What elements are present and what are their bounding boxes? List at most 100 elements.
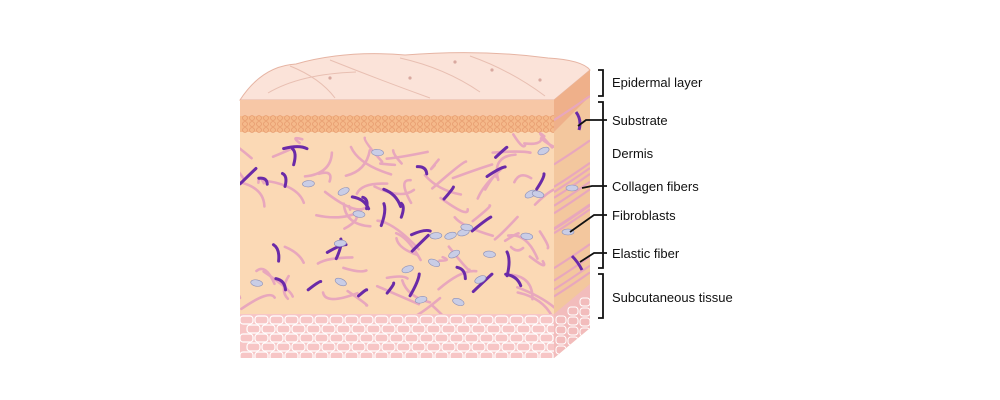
fat-cell bbox=[449, 315, 464, 325]
collagen-fiber bbox=[303, 151, 334, 178]
fat-cell bbox=[284, 315, 299, 325]
fat-cell bbox=[291, 324, 306, 334]
collagen-fiber bbox=[538, 230, 550, 250]
substrate-cell bbox=[242, 127, 248, 133]
collagen-fiber bbox=[439, 196, 470, 214]
substrate-cell bbox=[305, 115, 311, 121]
substrate-cell bbox=[291, 115, 297, 121]
collagen-fiber bbox=[342, 202, 372, 228]
fat-cell bbox=[516, 342, 531, 352]
fat-cell bbox=[396, 324, 411, 334]
fat-cell bbox=[464, 333, 479, 343]
substrate-cell bbox=[431, 127, 437, 133]
substrate-cell bbox=[473, 127, 479, 133]
substrate-cell bbox=[333, 115, 339, 121]
fat-cell bbox=[336, 324, 351, 334]
dermis-bracket bbox=[598, 101, 604, 269]
side-fiber bbox=[554, 208, 590, 235]
fat-cell bbox=[479, 351, 494, 358]
fibroblast-cell bbox=[333, 239, 347, 247]
substrate-cell bbox=[424, 115, 430, 121]
elastic-fiber bbox=[357, 288, 369, 298]
collagen-fiber bbox=[395, 236, 419, 257]
substrate-cell bbox=[312, 115, 318, 121]
elastic-fiber-group bbox=[240, 145, 546, 298]
fibroblast-cell bbox=[250, 279, 263, 287]
fat-cell bbox=[539, 333, 554, 343]
substrate-cell bbox=[501, 115, 507, 121]
substrate-cell bbox=[417, 121, 423, 127]
side-fiber bbox=[554, 264, 590, 291]
side-fat-cell bbox=[555, 325, 567, 335]
substrate-cell bbox=[333, 121, 339, 127]
substrate-cell bbox=[291, 127, 297, 133]
substrate-cell bbox=[522, 127, 528, 133]
fat-cell bbox=[524, 351, 539, 358]
side-fat-cell bbox=[567, 326, 579, 336]
fat-cell bbox=[546, 342, 554, 352]
substrate-cell bbox=[256, 127, 262, 133]
fat-cell bbox=[366, 342, 381, 352]
substrate-cell bbox=[354, 115, 360, 121]
elastic-fiber bbox=[274, 277, 288, 292]
substrate-cell bbox=[508, 127, 514, 133]
substrate-cell bbox=[389, 127, 395, 133]
fibroblast-cell bbox=[537, 146, 550, 156]
substrate-cell bbox=[494, 121, 500, 127]
substrate-cell bbox=[284, 115, 290, 121]
elastic-fiber bbox=[442, 185, 455, 201]
fibroblast-cell bbox=[414, 296, 428, 304]
fat-cell bbox=[419, 315, 434, 325]
collagen-fiber bbox=[403, 178, 413, 205]
collagen-fiber bbox=[344, 148, 372, 178]
fat-cell bbox=[314, 333, 329, 343]
side-fiber bbox=[554, 95, 590, 121]
fat-cell bbox=[261, 324, 276, 334]
side-fiber bbox=[554, 139, 590, 166]
fibroblast-cell bbox=[302, 180, 315, 188]
side-fiber bbox=[554, 243, 590, 270]
elastic-fiber bbox=[280, 171, 288, 188]
collagen-fiber bbox=[363, 136, 384, 164]
substrate-cell bbox=[298, 115, 304, 121]
substrate-cell bbox=[529, 121, 535, 127]
substrate-cell bbox=[382, 121, 388, 127]
side-fat-cell bbox=[567, 306, 579, 316]
substrate-cell bbox=[396, 121, 402, 127]
substrate-cell bbox=[347, 127, 353, 133]
fat-cell bbox=[359, 333, 374, 343]
fat-cell bbox=[434, 333, 449, 343]
subcutaneous-bracket bbox=[598, 273, 604, 319]
substrate-cell bbox=[389, 115, 395, 121]
elastic-fiber bbox=[408, 272, 421, 298]
substrate-cell bbox=[403, 115, 409, 121]
collagen-fiber bbox=[316, 256, 354, 265]
collagen-fiber bbox=[349, 145, 393, 176]
substrate-cell bbox=[312, 127, 318, 133]
label-collagen-fibers: Collagen fibers bbox=[612, 179, 699, 194]
collagen-fiber bbox=[523, 136, 543, 146]
side-fiber bbox=[554, 167, 590, 194]
substrate-cell bbox=[466, 115, 472, 121]
substrate-cell bbox=[298, 127, 304, 133]
side-fiber bbox=[554, 161, 590, 188]
substrate-cell bbox=[543, 127, 549, 133]
substrate-cell bbox=[480, 115, 486, 121]
fibroblast-cell bbox=[334, 277, 347, 287]
substrate-cell bbox=[487, 115, 493, 121]
fat-cell bbox=[374, 315, 389, 325]
fat-cell bbox=[269, 315, 284, 325]
substrate-cell bbox=[249, 121, 255, 127]
elastic-fiber bbox=[240, 166, 258, 186]
substrate-cell bbox=[452, 127, 458, 133]
fibroblast-cell bbox=[460, 223, 474, 231]
fat-cell bbox=[404, 333, 419, 343]
side-fat-cell bbox=[579, 317, 590, 327]
fat-cell bbox=[404, 351, 419, 358]
substrate-cell bbox=[277, 115, 283, 121]
elastic-fiber bbox=[471, 272, 494, 294]
substrate-cell bbox=[249, 127, 255, 133]
substrate-cell bbox=[515, 127, 521, 133]
fibroblast-cell bbox=[474, 275, 487, 284]
fat-cell bbox=[471, 342, 486, 352]
